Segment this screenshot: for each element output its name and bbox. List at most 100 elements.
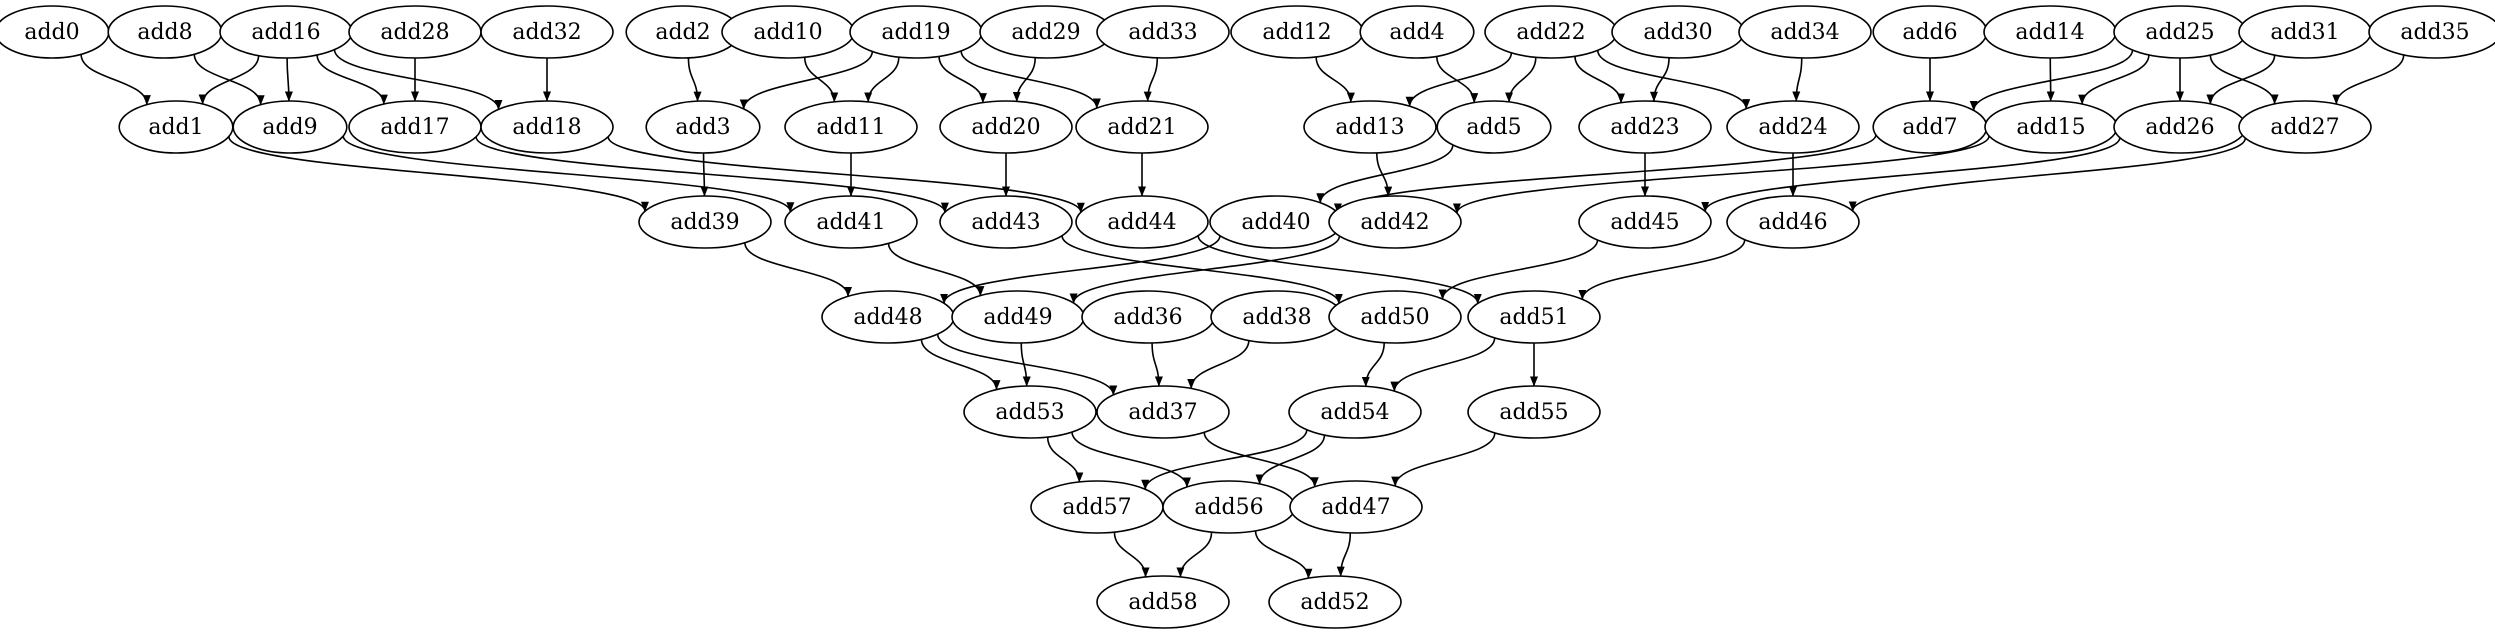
edge-add51-add54: [1390, 337, 1496, 392]
node-label: add24: [1758, 115, 1827, 140]
node-ellipse: [2238, 100, 2372, 154]
node-ellipse: [1328, 290, 1462, 344]
edge-line: [1141, 429, 1308, 490]
edge-line: [1187, 340, 1250, 389]
node-label: add51: [1499, 305, 1568, 330]
node-label: add35: [2400, 20, 2469, 45]
edge-line: [1046, 436, 1084, 483]
node-ellipse: [1578, 100, 1712, 154]
edge-add50-add54: [1361, 342, 1385, 387]
edge-add12-add13: [1315, 56, 1355, 103]
node-add39: add39: [638, 195, 772, 249]
edge-line: [1061, 235, 1343, 304]
edge-line: [193, 54, 265, 106]
edge-line: [1203, 432, 1319, 488]
edge-line: [2332, 54, 2405, 105]
edge-line: [284, 57, 293, 102]
edge-add56-add58: [1176, 532, 1213, 578]
node-add52: add52: [1268, 575, 1402, 629]
node-add11: add11: [784, 100, 918, 154]
node-label: add12: [1262, 20, 1331, 45]
node-label: add20: [971, 115, 1040, 140]
node-label: add14: [2015, 20, 2084, 45]
edge-add16-add1: [198, 55, 260, 105]
node-add34: add34: [1738, 5, 1872, 59]
edge-add25-add15: [2078, 54, 2150, 105]
node-add31: add31: [2238, 5, 2372, 59]
node-add44: add44: [1075, 195, 1209, 249]
node-ellipse: [939, 195, 1073, 249]
node-ellipse: [1075, 195, 1209, 249]
node-label: add1: [148, 115, 203, 140]
edge-line: [1197, 235, 1482, 304]
node-add53: add53: [963, 385, 1097, 439]
edge-add53-add56: [1071, 431, 1191, 488]
node-add22: add22: [1484, 5, 1618, 59]
node-ellipse: [1096, 385, 1230, 439]
node-label: add6: [1902, 20, 1957, 45]
node-label: add10: [753, 20, 822, 45]
node-label: add46: [1758, 210, 1827, 235]
node-ellipse: [232, 100, 348, 154]
edge-line: [1405, 52, 1513, 107]
node-add33: add33: [1096, 5, 1230, 59]
node-add1: add1: [118, 100, 234, 154]
node-ellipse: [1075, 100, 1209, 154]
edge-line: [1151, 342, 1163, 387]
node-label: add56: [1194, 495, 1263, 520]
node-add56: add56: [1162, 480, 1296, 534]
edge-line: [1578, 239, 1746, 300]
node-ellipse: [1467, 385, 1601, 439]
edge-add48-add37: [936, 333, 1118, 396]
edge-line: [316, 54, 388, 105]
edge-add19-add21: [960, 50, 1101, 109]
node-label: add37: [1128, 400, 1197, 425]
node-add20: add20: [939, 100, 1073, 154]
edge-line: [920, 339, 1001, 391]
edge-add18-add44: [607, 136, 1085, 213]
node-add51: add51: [1467, 290, 1601, 344]
edge-line: [1316, 144, 1454, 204]
node-ellipse: [1436, 100, 1552, 154]
node-ellipse: [1359, 5, 1475, 59]
edge-line: [1254, 530, 1313, 579]
node-add38: add38: [1210, 290, 1344, 344]
node-add13: add13: [1303, 100, 1437, 154]
edge-add46-add51: [1578, 239, 1746, 300]
node-ellipse: [1467, 290, 1601, 344]
edge-add53-add57: [1046, 436, 1084, 483]
node-label: add11: [816, 115, 885, 140]
edge-add54-add57: [1141, 429, 1308, 490]
edge-add39-add48: [744, 242, 853, 297]
node-add45: add45: [1578, 195, 1712, 249]
edge-add35-add27: [2332, 54, 2405, 105]
edge-line: [938, 56, 987, 104]
edge-add17-add43: [475, 136, 949, 213]
node-label: add19: [881, 20, 950, 45]
node-add27: add27: [2238, 100, 2372, 154]
edge-line: [228, 136, 649, 212]
node-label: add47: [1321, 495, 1390, 520]
edge-line: [1574, 56, 1626, 104]
node-ellipse: [1726, 195, 1860, 249]
node-label: add13: [1335, 115, 1404, 140]
node-label: add9: [262, 115, 317, 140]
node-ellipse: [1578, 195, 1712, 249]
node-add15: add15: [1984, 100, 2118, 154]
node-add18: add18: [480, 100, 614, 154]
node-add43: add43: [939, 195, 1073, 249]
node-add37: add37: [1096, 385, 1230, 439]
edge-line: [1390, 337, 1496, 392]
edge-line: [744, 242, 853, 297]
node-label: add45: [1610, 210, 1679, 235]
node-add46: add46: [1726, 195, 1860, 249]
node-add14: add14: [1983, 5, 2117, 59]
node-label: add55: [1499, 400, 1568, 425]
edge-add16-add18: [333, 49, 503, 110]
edge-add27-add46: [1848, 137, 2247, 212]
edge-add2-add3: [687, 57, 702, 102]
node-add28: add28: [348, 5, 482, 59]
node-label: add39: [670, 210, 739, 235]
edge-line: [803, 57, 839, 103]
